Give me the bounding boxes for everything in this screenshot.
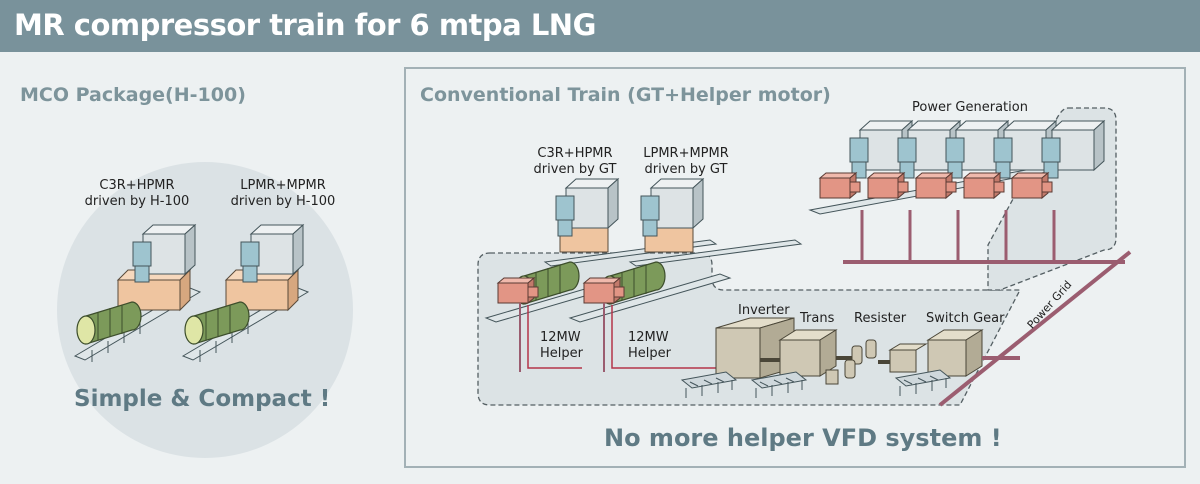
mco-unit-a xyxy=(73,224,202,362)
mco-unit-b-label-line2: driven by H-100 xyxy=(230,194,336,209)
conventional-unit-a-label: C3R+HPMR driven by GT xyxy=(520,146,630,178)
mco-unit-b xyxy=(181,224,310,362)
conventional-unit-b xyxy=(569,178,803,372)
helper-a-label-line2: Helper xyxy=(540,346,583,361)
conventional-unit-a-label-line1: C3R+HPMR xyxy=(537,146,613,161)
mco-unit-a-label: C3R+HPMR driven by H-100 xyxy=(72,178,202,210)
helper-b-label-line2: Helper xyxy=(628,346,671,361)
mco-unit-b-label-line1: LPMR+MPMR xyxy=(240,178,326,193)
trans-label: Trans xyxy=(800,311,835,326)
helper-b-label-line1: 12MW xyxy=(628,330,669,345)
simple-compact-tagline: Simple & Compact ! xyxy=(74,386,331,412)
mco-package-title: MCO Package(H-100) xyxy=(20,84,246,106)
power-generation-units xyxy=(808,120,1105,262)
conventional-unit-b-label: LPMR+MPMR driven by GT xyxy=(628,146,744,178)
switch-gear-equipment xyxy=(888,329,984,397)
header-bar: MR compressor train for 6 mtpa LNG xyxy=(0,0,1200,52)
conventional-unit-b-label-line2: driven by GT xyxy=(644,162,728,177)
power-generation-label: Power Generation xyxy=(912,100,1028,115)
power-grid-line xyxy=(938,250,1132,407)
helper-a-label-line1: 12MW xyxy=(540,330,581,345)
conventional-unit-b-label-line1: LPMR+MPMR xyxy=(643,146,729,161)
conventional-unit-a-label-line2: driven by GT xyxy=(533,162,617,177)
resister-equipment xyxy=(825,339,877,385)
no-more-helper-vfd-tagline: No more helper VFD system ! xyxy=(604,424,1002,452)
mco-unit-a-label-line2: driven by H-100 xyxy=(84,194,190,209)
helper-b-label: 12MW Helper xyxy=(628,330,684,362)
switch-gear-label: Switch Gear xyxy=(926,311,1005,326)
inverter-label: Inverter xyxy=(738,303,790,318)
conventional-train-title: Conventional Train (GT+Helper motor) xyxy=(420,84,831,106)
mco-unit-b-label: LPMR+MPMR driven by H-100 xyxy=(213,178,353,210)
page-title: MR compressor train for 6 mtpa LNG xyxy=(14,8,596,42)
helper-a-label: 12MW Helper xyxy=(540,330,596,362)
mco-unit-a-label-line1: C3R+HPMR xyxy=(99,178,175,193)
transformer-equipment xyxy=(751,329,838,399)
resister-label: Resister xyxy=(854,311,907,326)
